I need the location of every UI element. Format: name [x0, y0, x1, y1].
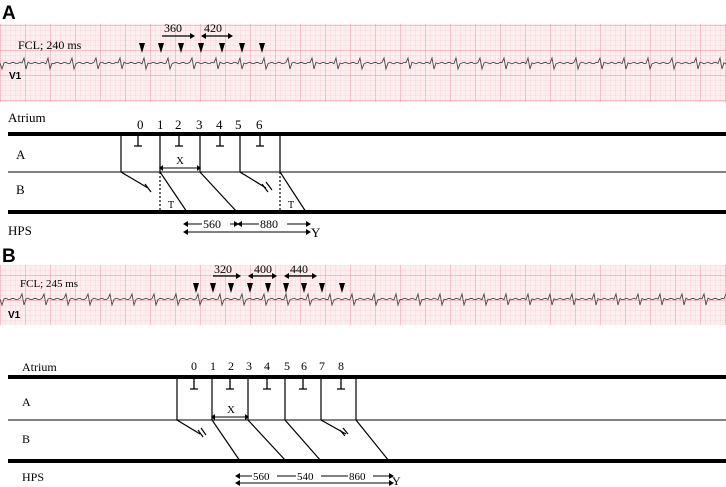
beat-marker: [259, 43, 265, 53]
panel-letter-a: A: [2, 3, 16, 24]
beat-marker: [283, 283, 289, 293]
beat-numbers: 0 1 2 3 4 5 6 7 8: [191, 359, 344, 373]
beat-number: 6: [256, 117, 263, 132]
interval-label: 320: [214, 262, 232, 276]
ecg-trace: [0, 56, 726, 71]
x-interval: X: [159, 155, 201, 171]
y-label: Y: [392, 474, 401, 487]
level-label-hps: HPS: [22, 470, 44, 484]
y-label: Y: [311, 225, 321, 240]
fcl-label: FCL; 245 ms: [20, 278, 78, 290]
ecg-strip-a: FCL; 240 ms V1 360 420: [0, 21, 726, 102]
beat-marker: [210, 283, 216, 293]
beat-number: 5: [284, 359, 290, 373]
panel-a: A FCL; 240 ms V1 360 420: [0, 3, 726, 240]
panel-b: B FCL; 245 ms V1 320 400: [0, 246, 726, 487]
hps-interval-label: 540: [297, 471, 314, 483]
t-label: T: [288, 200, 294, 211]
beat-number: 0: [137, 117, 144, 132]
beat-marker: [339, 283, 345, 293]
beat-number: 6: [301, 359, 307, 373]
atrial-activation-marks: [134, 136, 264, 147]
beat-markers: [193, 283, 345, 293]
beat-number: 5: [235, 117, 242, 132]
beat-number: 2: [228, 359, 234, 373]
beat-number: 2: [175, 117, 182, 132]
beat-number: 1: [157, 117, 164, 132]
beat-markers: [139, 43, 265, 53]
level-label-atrium: Atrium: [8, 110, 46, 125]
beat-number: 8: [338, 359, 344, 373]
beat-marker: [158, 43, 164, 53]
hps-interval-label: 880: [260, 217, 278, 231]
level-label-atrium: Atrium: [22, 360, 57, 374]
interval-label: 440: [290, 262, 308, 276]
beat-marker: [301, 283, 307, 293]
t-label: T: [168, 200, 174, 211]
hps-interval-label: 560: [203, 217, 221, 231]
beat-number: 1: [210, 359, 216, 373]
beat-marker: [198, 43, 204, 53]
panel-letter-b: B: [2, 246, 16, 267]
beat-number: 4: [264, 359, 270, 373]
ladder-b: Atrium A B HPS 0 1 2 3 4 5 6 7 8: [8, 359, 726, 487]
beat-marker: [139, 43, 145, 53]
interval-label: 360: [164, 21, 182, 35]
x-label: X: [176, 155, 184, 167]
beat-number: 7: [319, 359, 325, 373]
beat-marker: [193, 283, 199, 293]
ecg-strip-b: FCL; 245 ms V1 320 400: [0, 262, 726, 325]
ecg-trace: [0, 292, 726, 307]
interval-label: 420: [204, 21, 222, 35]
hps-intervals: 560 540 860 Y: [235, 469, 401, 487]
interval-arrows: 360 420: [162, 21, 233, 39]
level-label-a: A: [16, 147, 26, 162]
beat-marker: [319, 283, 325, 293]
beat-number: 3: [196, 117, 203, 132]
beat-marker: [228, 283, 234, 293]
level-label-a: A: [22, 395, 31, 409]
beat-numbers: 0 1 2 3 4 5 6: [137, 117, 263, 132]
beat-number: 3: [246, 359, 252, 373]
level-label-b: B: [16, 182, 25, 197]
beat-marker: [247, 283, 253, 293]
beat-marker: [219, 43, 225, 53]
interval-arrows: 320 400 440: [213, 262, 317, 279]
beat-marker: [265, 283, 271, 293]
lead-label: V1: [9, 71, 22, 82]
conduction-lines: [120, 136, 307, 213]
x-label: X: [227, 404, 235, 416]
hps-intervals: 560 880 Y: [183, 217, 321, 240]
beat-marker: [239, 43, 245, 53]
level-label-hps: HPS: [8, 223, 32, 238]
hps-interval-label: 560: [253, 471, 270, 483]
ladder-a: Atrium A B HPS 0 1 2 3 4 5 6: [8, 110, 726, 240]
beat-number: 0: [191, 359, 197, 373]
beat-number: 4: [216, 117, 223, 132]
atrial-activation-marks: [190, 379, 345, 390]
conduction-lines: [176, 379, 390, 462]
beat-marker: [178, 43, 184, 53]
x-interval: X: [211, 404, 249, 420]
fcl-label: FCL; 240 ms: [18, 38, 82, 52]
level-label-b: B: [22, 432, 30, 446]
interval-label: 400: [254, 262, 272, 276]
lead-label: V1: [8, 310, 21, 321]
ecg-grid: [0, 265, 726, 325]
hps-interval-label: 860: [349, 471, 366, 483]
